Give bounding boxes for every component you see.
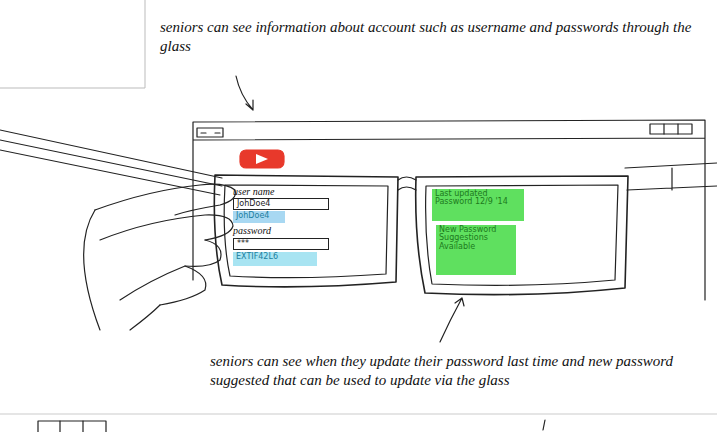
- node-text: JohDoe4: [237, 200, 325, 208]
- field-label: user name: [233, 186, 313, 199]
- password-highlight: EXTIF42L6: [233, 252, 317, 266]
- last-updated-note: Last updated Password 12/9 '14: [432, 189, 524, 221]
- node-text: New Password Suggestions Available: [439, 226, 513, 251]
- suggestion-note: New Password Suggestions Available: [436, 225, 516, 275]
- node-text: Last updated Password 12/9 '14: [435, 190, 521, 207]
- annotation-note: seniors can see when they update their p…: [210, 352, 710, 390]
- node-text: JohDoe4: [236, 212, 282, 220]
- node-text: EXTIF42L6: [236, 253, 314, 261]
- password-field: ***: [233, 238, 329, 250]
- annotation-note: seniors can see information about accoun…: [160, 18, 705, 56]
- username-highlight: JohDoe4: [233, 211, 285, 223]
- node-text: ***: [237, 240, 325, 248]
- field-label: password: [233, 225, 313, 238]
- username-field: JohDoe4: [233, 198, 329, 210]
